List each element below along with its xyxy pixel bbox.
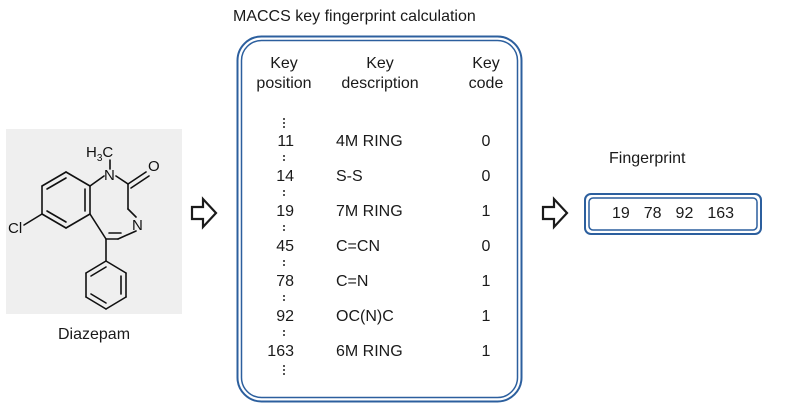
fingerprint-bit: 163 (707, 205, 735, 222)
diazepam-structure: H3C N O N Cl (8, 144, 160, 310)
arrow-right-icon (541, 196, 569, 230)
atom-methyl-label: H3C (86, 144, 113, 164)
ellipsis-dots (281, 188, 287, 198)
table-row-code: 1 (481, 273, 491, 290)
table-row-description: 6M RING (336, 343, 403, 360)
table-row-description: 7M RING (336, 203, 403, 220)
key-table-frame (236, 35, 523, 403)
molecule-panel: H3C N O N Cl (6, 129, 182, 314)
table-row-description: C=CN (336, 238, 381, 255)
table-row-position: 14 (276, 168, 294, 185)
table-row-code: 0 (481, 133, 491, 150)
table-row-description: 4M RING (336, 133, 403, 150)
table-row-code: 0 (481, 238, 491, 255)
table-row-position: 92 (276, 308, 294, 325)
atom-n1-label: N (104, 167, 115, 184)
table-row-code: 0 (481, 168, 491, 185)
atom-n4-label: N (132, 217, 143, 234)
table-row-description: S-S (336, 168, 363, 185)
table-row-position: 19 (276, 203, 294, 220)
table-row-code: 1 (481, 308, 491, 325)
ellipsis-dots (281, 293, 287, 303)
table-row-code: 1 (481, 343, 491, 360)
table-row-code: 1 (481, 203, 491, 220)
fingerprint-frame (584, 193, 762, 235)
ellipsis-dots (281, 223, 287, 233)
table-row-position: 163 (267, 343, 294, 360)
fingerprint-bit: 19 (611, 205, 630, 222)
table-row-description: C=N (336, 273, 369, 290)
ellipsis-dots (281, 363, 287, 377)
ellipsis-dots (281, 328, 287, 338)
arrow-right-icon (190, 196, 218, 230)
fingerprint-values: 19 78 92 163 (584, 193, 762, 235)
molecule-name: Diazepam (57, 326, 131, 343)
table-row-position: 78 (276, 273, 294, 290)
fingerprint-title: Fingerprint (609, 150, 686, 167)
table-row-position: 45 (276, 238, 294, 255)
diagram-title: MACCS key fingerprint calculation (233, 8, 476, 25)
ellipsis-dots (281, 153, 287, 163)
fingerprint-bit: 92 (675, 205, 694, 222)
atom-oxygen-label: O (148, 158, 160, 175)
table-row-position: 11 (277, 133, 294, 150)
table-row-description: OC(N)C (336, 308, 394, 325)
fingerprint-bit: 78 (643, 205, 662, 222)
ellipsis-dots (281, 116, 287, 130)
ellipsis-dots (281, 258, 287, 268)
atom-chlorine-label: Cl (8, 220, 22, 237)
